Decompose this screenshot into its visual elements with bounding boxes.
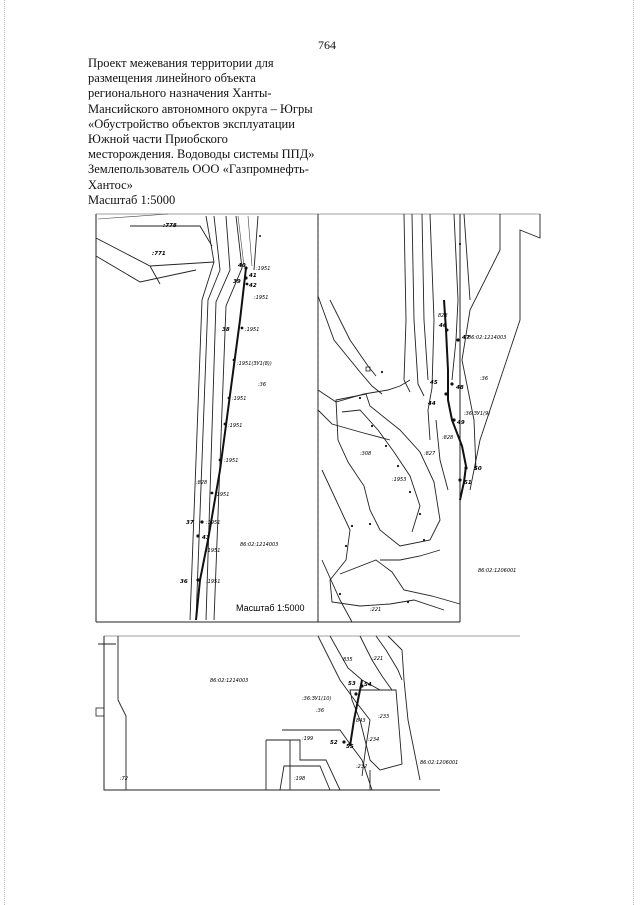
map-label: 38 — [222, 327, 230, 333]
map-label: 41 — [249, 273, 257, 279]
map-label: 53 — [348, 681, 356, 687]
map-label: :36:ЗУ1(9) — [464, 411, 490, 417]
map-label: :234 — [368, 737, 379, 743]
map-label: 52 — [330, 740, 338, 746]
title-line: Хантос» — [88, 177, 133, 192]
map-label: :308 — [360, 451, 371, 457]
map-label: :199 — [302, 736, 313, 742]
map-label: :1951 — [256, 266, 270, 272]
map-label: 45 — [430, 380, 438, 386]
map-label: :1951 — [228, 423, 242, 429]
map-label: 86:02:1214003 — [240, 542, 278, 548]
map-label: :1951 — [206, 548, 220, 554]
map-label: 86:02:1206001 — [478, 568, 516, 574]
map-label: 86:02:1214003 — [468, 335, 506, 341]
map-label: :1951 — [215, 492, 229, 498]
map-label: :221 — [370, 607, 381, 613]
title-line: месторождения. Водоводы системы ППД» — [88, 147, 315, 162]
scan-edge-right — [633, 0, 635, 905]
title-line: Южной части Приобского — [88, 132, 228, 147]
map-label: 40 — [238, 263, 246, 269]
map-label: 37 — [186, 520, 194, 526]
title-line: Землепользователь ООО «Газпромнефть- — [88, 162, 309, 177]
map-label: :778 — [163, 223, 177, 229]
map-label: 49 — [457, 420, 465, 426]
map-label: :1951 — [224, 458, 238, 464]
map-label: :771 — [152, 251, 166, 257]
map-label: 47 — [462, 335, 470, 341]
map-label: :72 — [120, 776, 128, 782]
map-label: :36:ЗУ1(10) — [302, 696, 331, 702]
map-label: 51 — [464, 480, 472, 486]
map-label: :1951 — [254, 295, 268, 301]
scan-edge-left — [4, 0, 6, 905]
map-label: 50 — [474, 466, 482, 472]
map-label: :1951 — [232, 396, 246, 402]
page-number: 764 — [318, 38, 336, 52]
map-label: :828 — [442, 435, 453, 441]
map-label: 48 — [456, 385, 464, 391]
map-label: 55 — [346, 744, 354, 750]
map-label: 54 — [364, 682, 372, 688]
map-label: 42 — [249, 283, 257, 289]
map-label: 835 — [343, 657, 353, 663]
title-line: «Обустройство объектов эксплуатации — [88, 116, 295, 131]
map-label: :36 — [258, 382, 266, 388]
map-label: :232 — [356, 764, 367, 770]
map-label: :827 — [424, 451, 436, 457]
map-label: 828 — [438, 313, 448, 319]
map-label: 46 — [439, 323, 447, 329]
map-label: 44 — [428, 401, 436, 407]
map-panel-bottom: 835 86:02:1214003 53 54 :36:ЗУ1(10) :36 … — [95, 635, 520, 791]
map-label: 43 — [202, 535, 210, 541]
map-label: :1951 — [206, 579, 220, 585]
map-panel-left: :778 :771 :1951 40 39 41 42 :1951 38 :19… — [95, 213, 318, 623]
map-label: 39 — [233, 279, 241, 285]
map-label: :828 — [196, 480, 207, 486]
map-scale-label: Масштаб 1:5000 — [236, 603, 305, 613]
map-label: :221 — [372, 656, 383, 662]
title-line: регионального назначения Ханты- — [88, 86, 272, 101]
map-label: :233 — [378, 714, 389, 720]
map-label: :36 — [316, 708, 324, 714]
map-label: 843 — [356, 718, 366, 724]
map-label: :1951 — [206, 520, 220, 526]
map-label: 36 — [180, 579, 188, 585]
map-label: :1951(ЗУ1(8)) — [237, 361, 272, 367]
map-panel-right: 828 46 47 86:02:1214003 45 48 :36 44 :36… — [317, 213, 541, 623]
map-label: :36 — [480, 376, 488, 382]
map-label: 86:02:1214003 — [210, 678, 248, 684]
title-line: размещения линейного объекта — [88, 71, 256, 86]
map-label: :1953 — [392, 477, 406, 483]
title-line: Проект межевания территории для — [88, 56, 274, 70]
map-label: 86:02:1206001 — [420, 760, 458, 766]
title-line-scale: Масштаб 1:5000 — [88, 192, 176, 207]
document-title: Проект межевания территории для размещен… — [88, 56, 338, 208]
map-label: :1951 — [245, 327, 259, 333]
title-line: Мансийского автономного округа – Югры — [88, 101, 313, 116]
map-label: :198 — [294, 776, 305, 782]
